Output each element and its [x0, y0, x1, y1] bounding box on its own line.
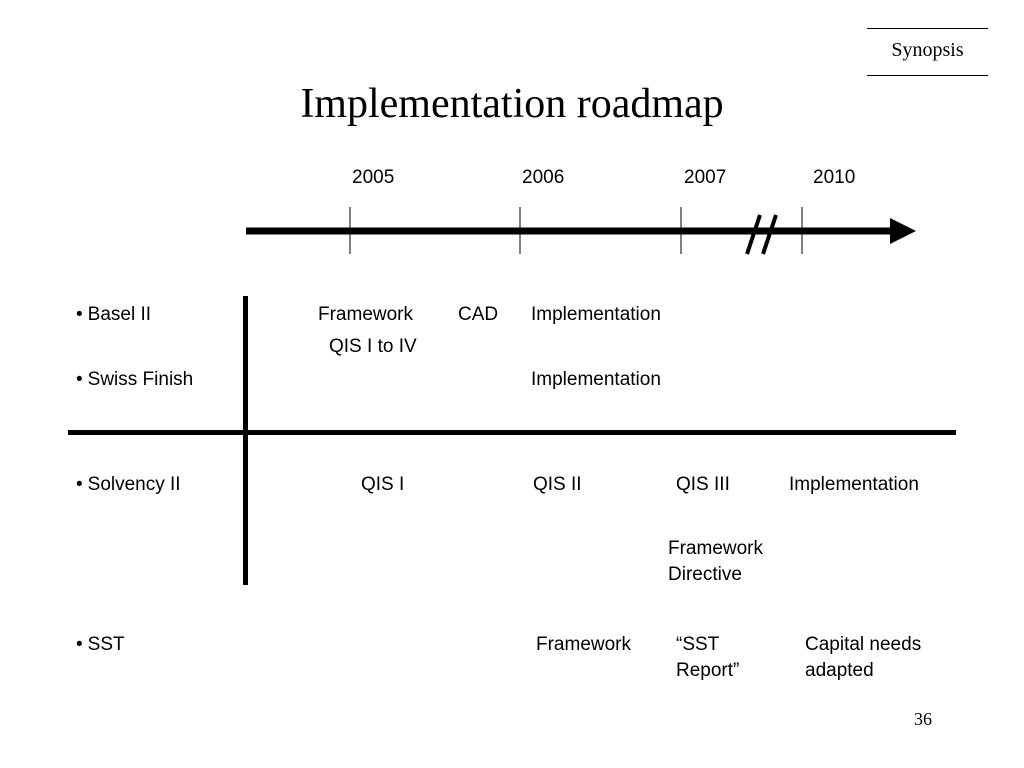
horizontal-divider — [68, 430, 956, 435]
year-label-2007: 2007 — [684, 167, 727, 188]
sst-framework: Framework — [536, 634, 632, 655]
row-label-solvency-ii: Solvency II — [76, 472, 181, 498]
sst-capital-needs: Capital needs adapted — [805, 632, 921, 684]
solvency-framework-line-1: Framework — [668, 538, 764, 559]
solvency-framework-line-2: Directive — [668, 564, 742, 585]
solvency-qis-3: QIS III — [676, 474, 730, 495]
sst-report: “SST Report” — [676, 632, 739, 684]
timeline-arrow — [246, 207, 916, 255]
solvency-framework-directive: Framework Directive — [668, 536, 763, 588]
timeline-break-marker — [745, 214, 778, 255]
page-number: 36 — [914, 709, 932, 729]
solvency-qis-1: QIS I — [361, 474, 405, 495]
basel-qis: QIS I to IV — [329, 336, 417, 357]
year-label-2010: 2010 — [813, 167, 856, 188]
year-label-2005: 2005 — [352, 167, 395, 188]
basel-implementation: Implementation — [531, 304, 661, 325]
row-label-swiss-finish: Swiss Finish — [76, 367, 194, 393]
row-label-basel-ii: Basel II — [76, 302, 151, 328]
basel-framework: Framework — [318, 304, 414, 325]
row-label-sst: SST — [76, 632, 125, 658]
sst-capital-line-2: adapted — [805, 660, 874, 681]
page-title: Implementation roadmap — [300, 81, 724, 127]
sst-capital-line-1: Capital needs — [805, 634, 922, 655]
swiss-implementation: Implementation — [531, 369, 661, 390]
sst-report-line-2: Report” — [676, 660, 740, 681]
timeline-arrowhead — [890, 218, 916, 244]
solvency-qis-2: QIS II — [533, 474, 582, 495]
solvency-implementation: Implementation — [789, 474, 919, 495]
year-label-2006: 2006 — [522, 167, 565, 188]
sst-report-line-1: “SST — [676, 634, 720, 655]
vertical-divider — [243, 296, 248, 585]
synopsis-tag: Synopsis — [867, 28, 988, 76]
synopsis-label: Synopsis — [891, 39, 964, 61]
basel-cad: CAD — [458, 304, 499, 325]
